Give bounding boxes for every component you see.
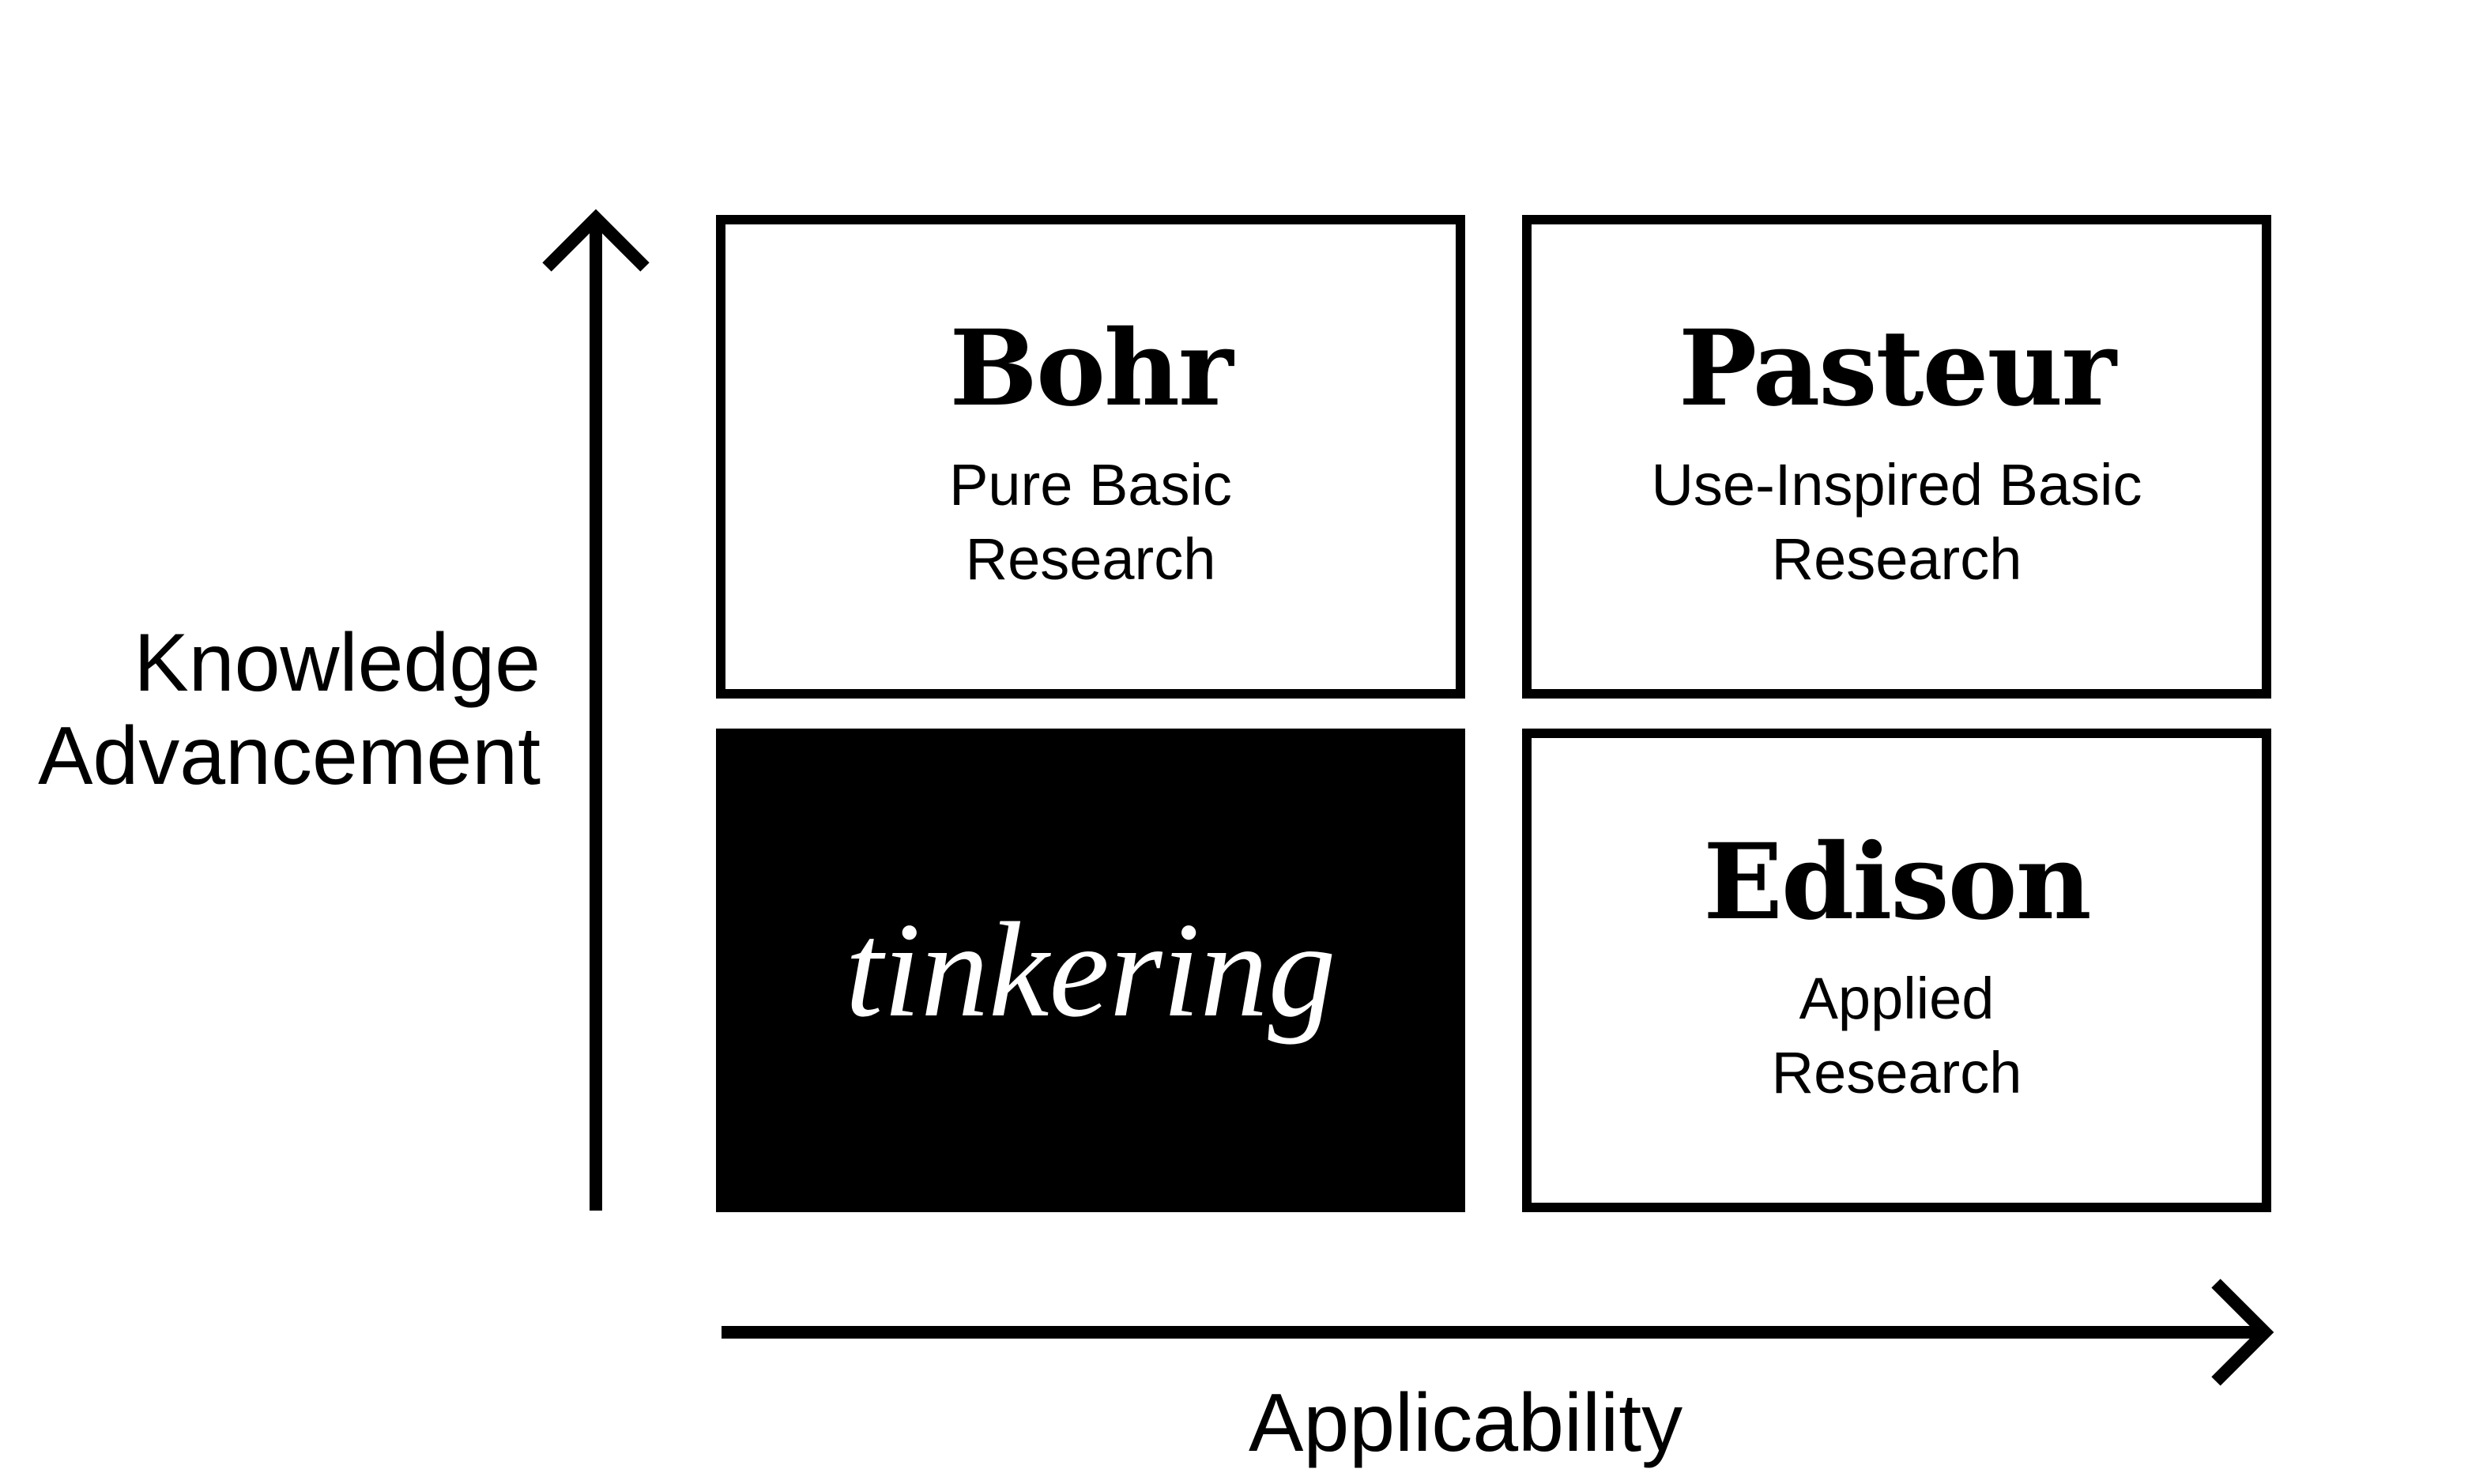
quadrant-subtitle-line1: Use-Inspired Basic <box>1651 452 2142 518</box>
quadrant-subtitle-line2: Research <box>1771 1040 2022 1105</box>
quadrant-subtitle-line1: Pure Basic <box>949 452 1232 518</box>
y-axis-arrowhead-icon <box>542 209 650 272</box>
x-axis-arrowhead-icon <box>2211 1279 2274 1386</box>
quadrant-subtitle-line2: Research <box>1771 526 2022 592</box>
quadrant-subtitle-line2: Research <box>965 526 1216 592</box>
x-axis-label: Applicability <box>1249 1377 1683 1469</box>
quadrant-edison: Edison Applied Research <box>1522 729 2271 1212</box>
quadrant-tinkering: tinkering <box>716 729 1465 1212</box>
quadrant-subtitle-line1: Applied <box>1799 966 1995 1031</box>
quadrant-pasteur: Pasteur Use-Inspired Basic Research <box>1522 215 2271 699</box>
y-axis-label-line1: Knowledge <box>134 617 541 709</box>
quadrant-bohr: Bohr Pure Basic Research <box>716 215 1465 699</box>
y-axis-label: Knowledge Advancement <box>38 616 541 803</box>
quadrant-title: Bohr <box>949 307 1233 430</box>
quadrant-title: tinkering <box>845 895 1336 1045</box>
quadrant-title: Pasteur <box>1678 307 2116 430</box>
quadrant-title: Edison <box>1703 821 2091 944</box>
y-axis-label-line2: Advancement <box>38 710 541 802</box>
